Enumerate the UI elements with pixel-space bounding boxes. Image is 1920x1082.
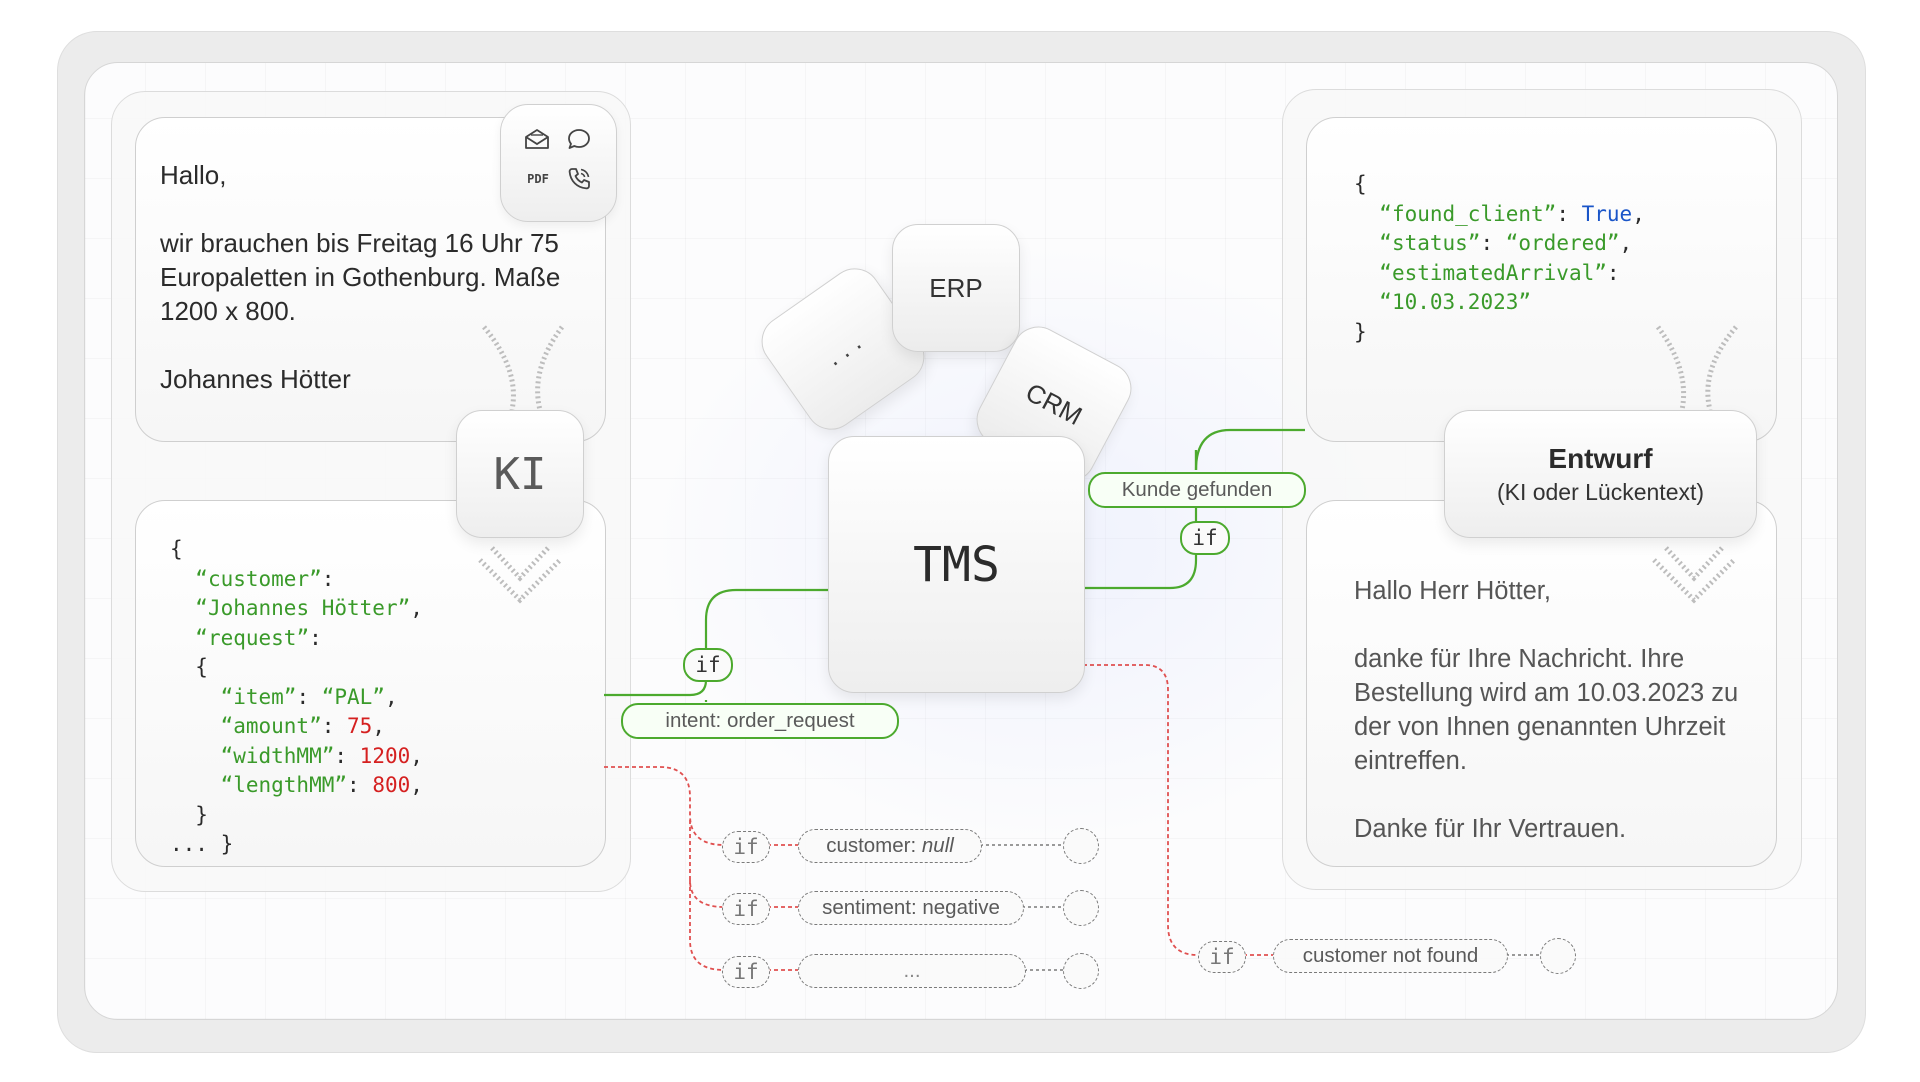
draft-title: Entwurf (1548, 442, 1653, 474)
json-number: 800 (372, 773, 411, 797)
json-bool: True (1581, 201, 1633, 226)
more-end-dot (1063, 953, 1099, 989)
if-found-chip: if (1180, 521, 1230, 555)
draft-output-arrow (1652, 546, 1736, 604)
email-text: Hallo, wir brauchen bis Freitag 16 Uhr 7… (160, 158, 600, 430)
json-value: “ordered” (1505, 231, 1620, 255)
draft-bubble: Entwurf (KI oder Lückentext) (1444, 410, 1757, 538)
extraction-json: { “customer”: “Johannes Hötter”, “reques… (170, 537, 423, 856)
reply-text: Hallo Herr Hötter, danke für Ihre Nachri… (1354, 574, 1754, 880)
json-value: “10.03.2023” (1379, 290, 1532, 314)
envelope-icon (523, 125, 551, 153)
json-key: “customer” (195, 566, 322, 591)
intent-pill: intent: order_request (621, 703, 899, 739)
json-value: “Johannes Hötter” (195, 596, 411, 620)
extraction-card (135, 500, 606, 867)
null-end-dot (1063, 828, 1099, 864)
email-signature: Johannes Hötter (160, 364, 351, 394)
if-intent-chip: if (683, 648, 733, 682)
more-conditions-pill: ... (798, 954, 1026, 988)
ki-bubble: KI (456, 410, 584, 538)
json-key: “lengthMM” (220, 773, 348, 797)
pdf-icon: PDF (527, 172, 549, 186)
json-value: “PAL” (321, 684, 385, 709)
draft-subtitle: (KI oder Lückentext) (1496, 478, 1705, 505)
if-sentiment-chip: if (722, 893, 770, 925)
email-greeting: Hallo, (160, 160, 227, 190)
ki-input-arrows (482, 325, 565, 411)
chat-bubble-icon (565, 125, 593, 153)
json-number: 75 (347, 714, 373, 738)
result-card (1306, 117, 1777, 442)
json-key: “amount” (220, 714, 322, 738)
json-key: “status” (1379, 231, 1481, 255)
reply-closing: Danke für Ihr Vertrauen. (1354, 815, 1627, 843)
reply-body: danke für Ihre Nachricht. Ihre Bestellun… (1354, 645, 1739, 775)
json-key: “request” (195, 625, 310, 650)
not-found-pill: customer not found (1273, 939, 1508, 973)
email-body: wir brauchen bis Freitag 16 Uhr 75 Europ… (160, 228, 561, 326)
tms-bubble: TMS (828, 436, 1085, 693)
if-not-found-chip: if (1198, 941, 1246, 973)
channel-icons: PDF (500, 104, 617, 222)
phone-icon (565, 165, 593, 193)
sentiment-pill: sentiment: negative (798, 891, 1024, 925)
fallthrough-lines (980, 844, 1540, 971)
sentiment-end-dot (1063, 890, 1099, 926)
erp-bubble: ERP (892, 224, 1020, 352)
json-key: “estimatedArrival” (1379, 260, 1607, 285)
json-key: “widthMM” (220, 743, 335, 768)
if-more-chip: if (722, 956, 770, 988)
draft-input-arrows (1655, 325, 1738, 411)
success-path (604, 428, 1305, 702)
result-json: { “found_client”: True, “status”: “order… (1354, 172, 1645, 344)
json-key: “item” (220, 684, 297, 709)
json-key: “found_client” (1379, 201, 1557, 226)
customer-null-pill: customer: null (798, 829, 982, 863)
reply-greeting: Hallo Herr Hötter, (1354, 577, 1551, 605)
json-number: 1200 (359, 743, 411, 768)
found-pill: Kunde gefunden (1088, 472, 1306, 508)
if-null-chip: if (722, 831, 770, 863)
reply-card (1306, 500, 1777, 867)
ki-output-arrow (478, 546, 562, 604)
not-found-end-dot (1540, 938, 1576, 974)
